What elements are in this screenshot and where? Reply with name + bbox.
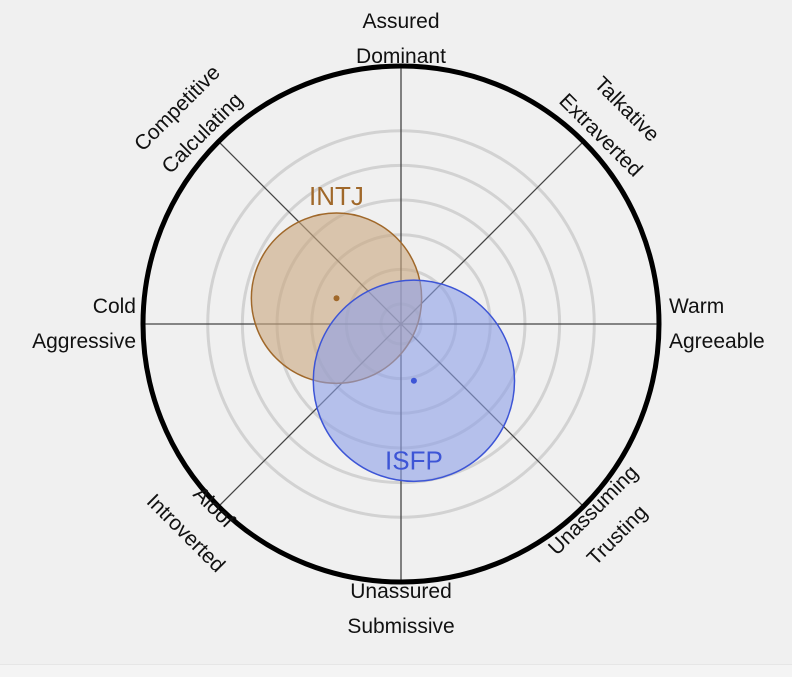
label-left-1: Cold <box>93 295 136 318</box>
profile-center-isfp <box>410 377 417 384</box>
profile-center-intj <box>333 295 340 302</box>
profile-label-isfp: ISFP <box>385 445 443 475</box>
footer-strip <box>0 664 792 677</box>
profile-label-intj: INTJ <box>309 181 364 211</box>
profiles: INTJ ISFP <box>250 181 516 483</box>
label-right-1: Warm <box>669 295 724 318</box>
label-top-1: Assured <box>362 10 439 33</box>
label-right-2: Agreeable <box>669 330 765 353</box>
label-bottom-1: Unassured <box>350 580 452 603</box>
label-left-2: Aggressive <box>32 330 136 353</box>
label-bottom-left-1: Aloof <box>189 482 239 532</box>
label-top-2: Dominant <box>356 45 446 68</box>
outer-ring <box>140 63 662 585</box>
label-bottom-2: Submissive <box>347 615 454 638</box>
